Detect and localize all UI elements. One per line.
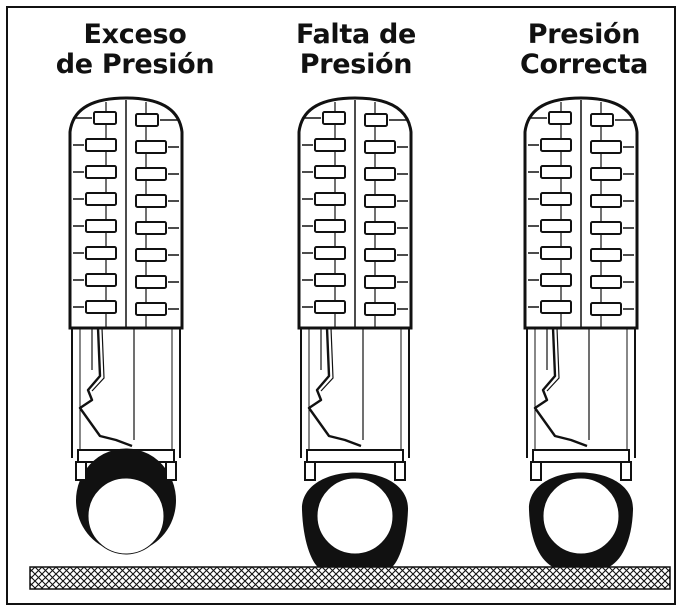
- tread-block: [590, 167, 622, 181]
- tire-over-inflated: [68, 96, 184, 555]
- tread-block: [540, 192, 572, 206]
- tread-block: [590, 221, 622, 235]
- rim-hook: [620, 461, 632, 481]
- tire-under-inflated: [297, 96, 413, 568]
- tread-block: [590, 275, 622, 289]
- tread-block: [314, 138, 346, 152]
- tread-block: [590, 302, 622, 316]
- rim-hook: [75, 461, 87, 481]
- label-correct-pressure: Presión Correcta: [484, 20, 684, 80]
- tread-block: [364, 221, 396, 235]
- tread-block: [540, 300, 572, 314]
- rim-profile: [533, 327, 588, 448]
- tread-block: [364, 194, 396, 208]
- label-correct-line1: Presión: [527, 19, 641, 50]
- tread-block: [590, 194, 622, 208]
- tread-block: [314, 246, 346, 260]
- tread-block: [93, 111, 117, 125]
- tread-block: [540, 219, 572, 233]
- tread-block: [314, 273, 346, 287]
- tread-block: [85, 273, 117, 287]
- tread-block: [135, 275, 167, 289]
- tread-block: [135, 302, 167, 316]
- tread-block: [364, 248, 396, 262]
- tread-block: [135, 113, 159, 127]
- tire-air-chamber: [87, 477, 165, 555]
- label-over-inflation: Exceso de Presión: [35, 20, 235, 80]
- tread-block: [85, 192, 117, 206]
- tread-block: [364, 275, 396, 289]
- tread-block: [322, 111, 346, 125]
- tread-block: [85, 300, 117, 314]
- tread-block: [540, 165, 572, 179]
- tread-block: [85, 246, 117, 260]
- rim-hook: [165, 461, 177, 481]
- rim-hook: [530, 461, 542, 481]
- rim-hook: [304, 461, 316, 481]
- tire-correct-pressure: [523, 96, 639, 568]
- tread-block: [135, 140, 167, 154]
- tread-block: [540, 246, 572, 260]
- tread-block: [314, 219, 346, 233]
- rim-profile: [307, 327, 362, 448]
- tread-block: [314, 165, 346, 179]
- tread-block: [590, 140, 622, 154]
- tread-block: [85, 138, 117, 152]
- tread-block: [364, 113, 388, 127]
- rim-profile-inner: [546, 327, 560, 392]
- tread-block: [135, 221, 167, 235]
- tread-block: [314, 300, 346, 314]
- label-over-line2: de Presión: [55, 49, 215, 80]
- label-correct-line2: Correcta: [519, 49, 649, 80]
- tread-block: [590, 248, 622, 262]
- label-under-line2: Presión: [299, 49, 413, 80]
- label-under-inflation: Falta de Presión: [256, 20, 456, 80]
- tread-block: [364, 167, 396, 181]
- rim-profile-inner: [91, 327, 105, 392]
- rim-profile: [78, 327, 133, 448]
- tire-air-chamber: [316, 477, 394, 555]
- tread-block: [364, 140, 396, 154]
- tread-block: [314, 192, 346, 206]
- label-over-line1: Exceso: [83, 19, 187, 50]
- tread-block: [540, 138, 572, 152]
- tread-block: [135, 248, 167, 262]
- ground-surface: [29, 566, 671, 590]
- rim-hook: [394, 461, 406, 481]
- tread-block: [548, 111, 572, 125]
- tread-block: [85, 165, 117, 179]
- tread-block: [590, 113, 614, 127]
- bead-clamp: [306, 449, 404, 463]
- tread-block: [135, 167, 167, 181]
- rim-profile-inner: [320, 327, 334, 392]
- tread-block: [135, 194, 167, 208]
- tread-block: [364, 302, 396, 316]
- tire-air-chamber: [542, 477, 620, 555]
- label-under-line1: Falta de: [295, 19, 417, 50]
- bead-clamp: [532, 449, 630, 463]
- tread-block: [540, 273, 572, 287]
- tread-block: [85, 219, 117, 233]
